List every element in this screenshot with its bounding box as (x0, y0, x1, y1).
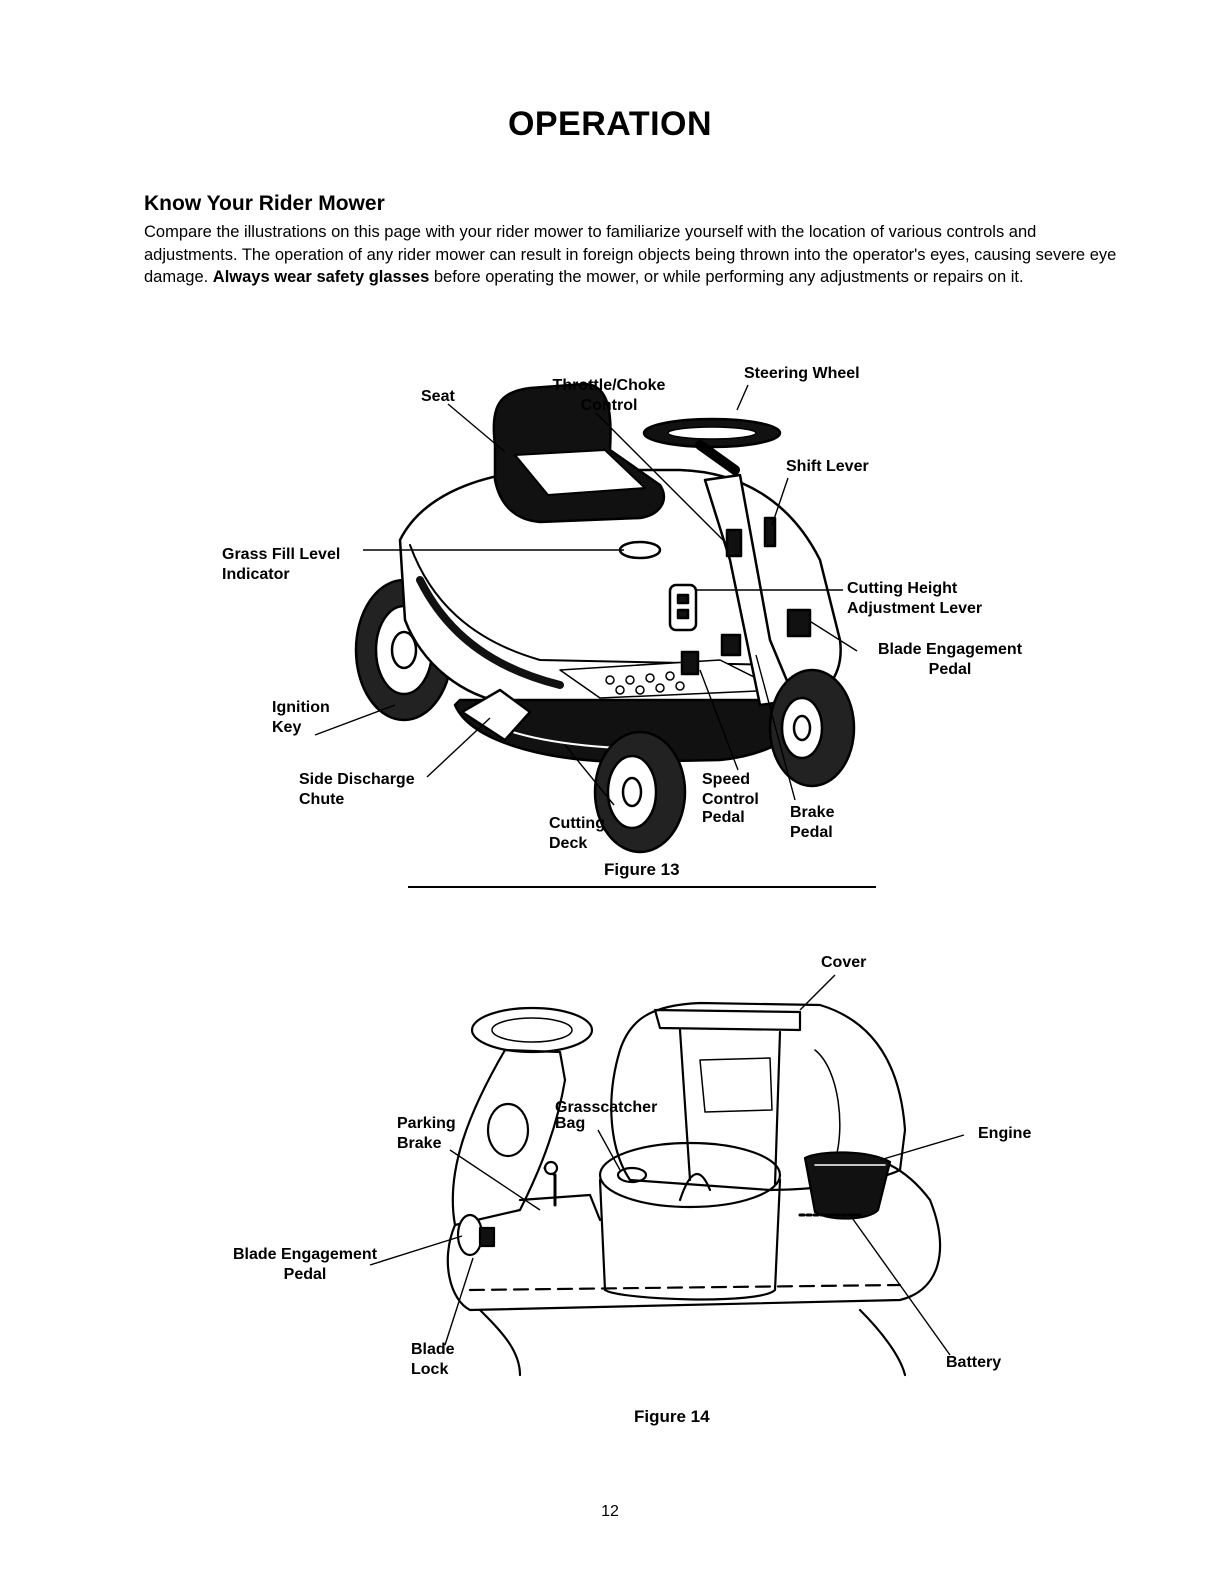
label-blade-lock: Blade Lock (411, 1340, 455, 1380)
label-cutting-height-adjustment-lever: Cutting Height Adjustment Lever (847, 579, 982, 619)
label-grass-fill-level-indicator: Grass Fill Level Indicator (222, 545, 340, 585)
label-parking-line1: Parking (397, 1115, 456, 1132)
label-cutting-height-line2: Adjustment Lever (847, 600, 983, 617)
label-seat: Seat (421, 388, 455, 405)
steering-wheel (470, 1006, 594, 1054)
label-blade-engagement-pedal-2: Blade Engagement Pedal (222, 1245, 388, 1285)
section-heading: Know Your Rider Mower (144, 192, 385, 215)
label-throttle-line1: Throttle/Choke (552, 377, 666, 394)
label-blade-engagement-2-line2: Pedal (283, 1266, 327, 1283)
side-discharge-chute (460, 688, 532, 742)
label-shift-lever: Shift Lever (786, 458, 869, 475)
label-blade-engagement-pedal: Blade Engagement Pedal (866, 640, 1034, 680)
label-ignition-line2: Key (272, 719, 302, 736)
label-brake-line2: Pedal (790, 824, 833, 841)
label-side-discharge-line1: Side Discharge (299, 771, 415, 788)
label-throttle-choke-control: Throttle/Choke Control (538, 376, 680, 416)
label-brake-pedal: Brake Pedal (790, 803, 834, 843)
label-blade-lock-line2: Lock (411, 1361, 449, 1378)
label-grasscatcher-bag: Grasscatcher Bag (555, 1100, 657, 1132)
intro-paragraph: Compare the illustrations on this page w… (144, 221, 1134, 289)
figure-divider (408, 886, 876, 888)
label-ignition-line1: Ignition (272, 699, 330, 716)
figure-13-caption: Figure 13 (604, 860, 680, 879)
label-side-discharge-line2: Chute (299, 791, 345, 808)
label-cutting-deck-line2: Deck (549, 835, 588, 852)
figure-14-caption: Figure 14 (634, 1407, 710, 1426)
label-engine: Engine (978, 1125, 1032, 1142)
safety-glasses-warning: Always wear safety glasses (212, 268, 430, 286)
footrest (559, 659, 781, 699)
label-parking-brake: Parking Brake (397, 1114, 456, 1154)
figure-13-leader-lines (314, 384, 858, 806)
figure-14-leader-lines (369, 974, 965, 1356)
label-speed-control-pedal: Speed Control Pedal (702, 770, 759, 828)
label-grass-fill-line2: Indicator (222, 566, 290, 583)
label-cutting-deck-line1: Cutting (549, 815, 605, 832)
label-brake-line1: Brake (790, 804, 835, 821)
label-parking-line2: Brake (397, 1135, 442, 1152)
intro-text-1: Compare the illustrations on this page w… (144, 223, 1117, 286)
label-cover: Cover (821, 954, 867, 971)
label-grass-fill-line1: Grass Fill Level (222, 546, 341, 563)
label-battery: Battery (946, 1354, 1002, 1371)
label-cutting-deck: Cutting Deck (549, 814, 605, 854)
grasscatcher-bag (598, 1141, 782, 1209)
label-grasscatcher-line1: Grasscatcher (555, 1099, 658, 1116)
page-title: OPERATION (507, 105, 713, 143)
intro-text-2: before operating the mower, or while per… (429, 268, 1024, 286)
label-speed-line1: Speed (702, 771, 751, 788)
label-blade-engagement-line1: Blade Engagement (877, 641, 1023, 658)
label-cutting-height-line1: Cutting Height (847, 580, 958, 597)
label-ignition-key: Ignition Key (272, 698, 330, 738)
page-number: 12 (601, 1503, 619, 1520)
front-wheel-right (768, 668, 856, 788)
label-blade-lock-line1: Blade (411, 1341, 455, 1358)
front-wheel-left (593, 730, 687, 854)
label-speed-line2: Control (702, 791, 759, 808)
label-blade-engagement-2-line1: Blade Engagement (232, 1246, 378, 1263)
label-steering-wheel: Steering Wheel (744, 365, 860, 382)
label-grasscatcher-line2: Bag (555, 1115, 586, 1132)
engine (803, 1151, 892, 1220)
grasscatcher-cover (610, 1001, 907, 1192)
label-blade-engagement-line2: Pedal (928, 661, 972, 678)
label-speed-line3: Pedal (702, 809, 745, 826)
label-side-discharge-chute: Side Discharge Chute (299, 770, 415, 810)
label-throttle-line2: Control (580, 397, 638, 414)
chassis (446, 1163, 942, 1312)
